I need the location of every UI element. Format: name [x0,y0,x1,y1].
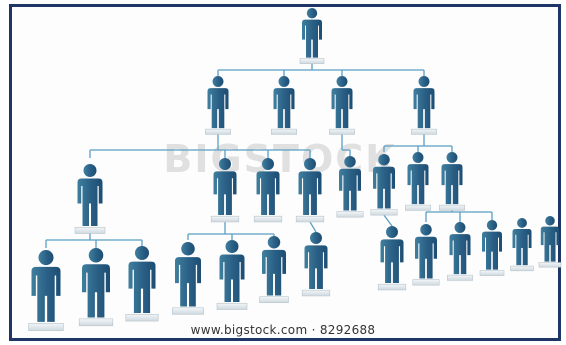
person-figure [301,232,331,297]
nameplate [329,128,355,135]
nameplate [411,128,437,135]
nameplate [405,204,431,211]
person-figure [439,152,465,211]
watermark-text: BIGSTOCK [163,137,396,181]
credit-site: www.bigstock.com [190,323,308,337]
connector-lines [45,63,493,248]
person-figure [125,246,159,322]
credit-separator: · [311,323,316,337]
nameplate [74,226,106,234]
person-figure [411,76,437,135]
nameplate [370,209,398,216]
nameplate [510,265,534,272]
nameplate [336,211,364,218]
nameplate [28,323,64,331]
person-figure [78,248,114,327]
person-figure [259,236,289,304]
person-figure [295,158,325,223]
person-figure [253,158,283,223]
nameplate [538,262,562,268]
person-figure [28,250,64,331]
person-figure [405,152,431,211]
nameplate [78,318,114,327]
nameplate [412,279,440,286]
nameplate [210,215,240,223]
person-figure [299,8,325,64]
nameplate [253,215,283,223]
person-figure [538,216,562,268]
nameplate [447,274,473,281]
nameplate [125,314,159,322]
person-figure [377,226,407,291]
nameplate [301,289,331,297]
nameplate [439,204,465,211]
person-figure [329,76,355,135]
nameplate [377,283,407,291]
image-credit: www.bigstock.com · 8292688 [0,323,566,337]
credit-image-number: 8292688 [319,323,376,337]
person-figure [479,220,505,276]
nameplate [172,307,204,315]
person-figure [210,158,240,223]
person-figure [74,164,106,234]
nameplate [259,296,289,304]
person-figure [447,222,473,281]
person-figure [216,240,248,310]
person-figure [172,242,204,315]
person-figure [205,76,231,135]
person-figure [510,218,534,272]
nameplate [479,270,505,276]
person-figure [412,224,440,286]
nameplate [295,215,325,223]
nameplate [271,128,297,135]
people-figures [28,8,562,331]
person-figure [370,154,398,216]
nameplate [216,302,248,310]
person-figure [336,156,364,218]
person-figure [271,76,297,135]
nameplate [299,58,325,64]
nameplate [205,128,231,135]
